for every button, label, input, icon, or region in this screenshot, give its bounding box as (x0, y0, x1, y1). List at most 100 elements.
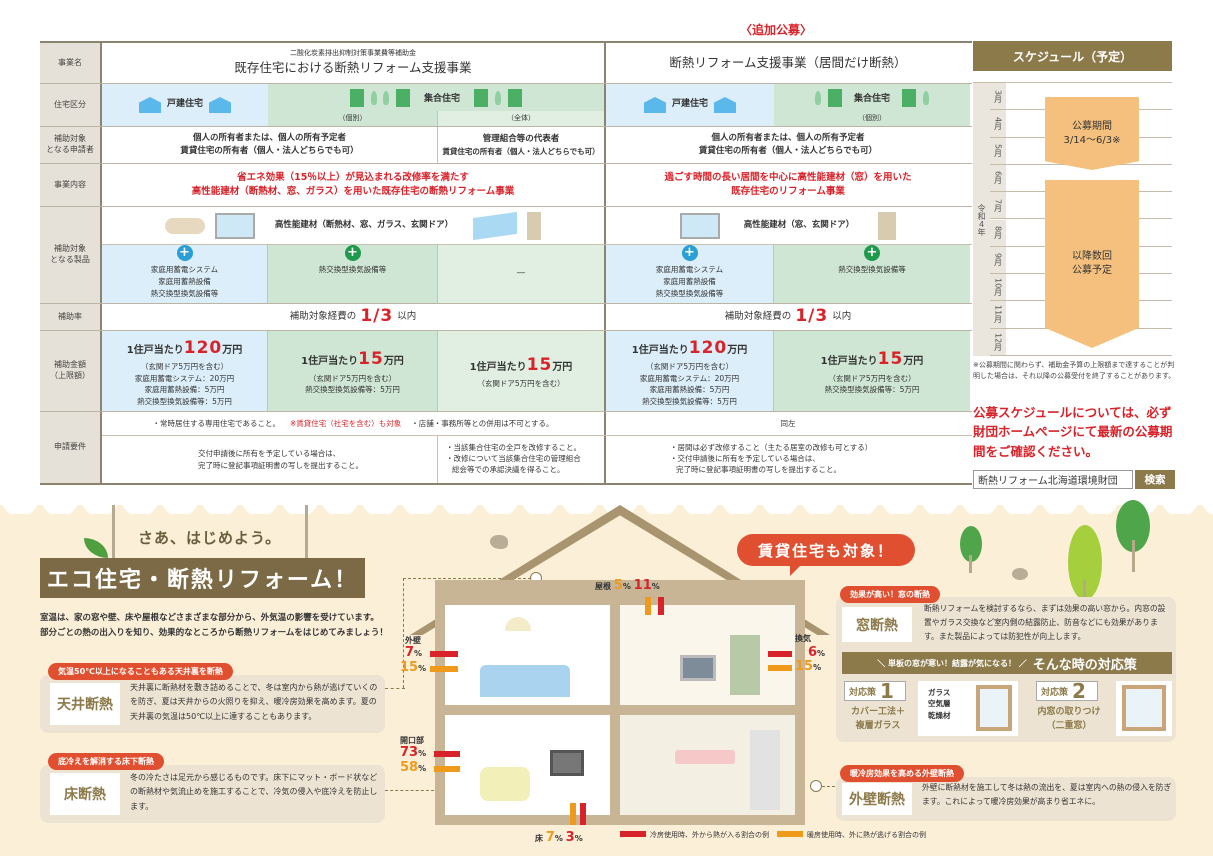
search-bar: 断熱リフォーム北海道環境財団 検索 (973, 470, 1175, 489)
product-item: 熱交換型換気設備等 (655, 289, 724, 298)
arrow-in-red (768, 651, 792, 657)
amount-prefix: 1住戸当たり (126, 344, 184, 356)
amount-item: 熱交換型換気設備等：5万円 (642, 396, 737, 406)
schedule-chart: 令和４年 3月 4月 5月 6月 7月 8月 9月 10月 11月 12月 公募… (973, 82, 1172, 356)
window-frame-icon (976, 685, 1012, 731)
attic-beam (435, 580, 805, 600)
solution-2-name: 内窓の取りつけ （二重窓） (1037, 707, 1101, 732)
materials-label: 高性能建材（窓、玄関ドア） (743, 220, 855, 231)
amount-unit: 万円 (727, 344, 748, 356)
applicant-text: 個人の所有者または、個人の所有予定者 (192, 133, 346, 144)
individual-label: （個別） (268, 111, 438, 126)
collective-label: 集合住宅 (423, 94, 460, 104)
building-icon (827, 88, 842, 107)
mat-icon (675, 750, 735, 764)
amount-note: （玄関ドア5万円を含む） (308, 373, 397, 383)
tree-trunk (1132, 540, 1135, 572)
bird-icon (1012, 568, 1028, 580)
amount-prefix: 1住戸当たり (469, 362, 527, 374)
month-label: 9月 (990, 246, 1006, 274)
rental-badge: 賃貸住宅も対象！ (737, 534, 915, 566)
wall-in-pct: 7 (405, 645, 415, 660)
amount-value: 15 (877, 349, 904, 370)
solution-2-image (1116, 681, 1172, 736)
month-label: 4月 (990, 110, 1006, 137)
month-label: 6月 (990, 164, 1006, 192)
window-card: 効果が高い！窓の断熱 窓断熱 断熱リフォームを検討するなら、まずは効果の高い窓か… (836, 586, 1176, 742)
opening-label: 開口部 (400, 736, 424, 745)
row-label: 補助率 (40, 304, 102, 330)
applicant-text: 賃貸住宅の所有者（個人・法人どちらでも可） (180, 146, 359, 156)
whole-label: （全体） (438, 111, 604, 126)
wall-label: 外壁断熱 (842, 783, 912, 815)
arrow-in-red (434, 751, 460, 757)
floor-pill: 底冷えを解消する床下断熱 (48, 753, 164, 770)
house-illustration: 屋根 5% 11% 外壁 7% 15% 換気 6% 15% 開口部 73% 58… (400, 505, 840, 845)
rate-value: 1/3 (360, 306, 394, 327)
row-project-name: 事業名 二酸化炭素排出抑制対策事業費等補助金 既存住宅における断熱リフォーム支援… (40, 43, 972, 84)
product-item: 熱交換型換気設備等 (838, 265, 906, 274)
subsidy-source: 二酸化炭素排出抑制対策事業費等補助金 (290, 49, 416, 58)
air-layer-label: 空気層 (928, 699, 951, 709)
requirement-text: ・当該集合住宅の全戸を改修すること。 (446, 443, 581, 453)
amount-value: 15 (526, 355, 553, 376)
arrow-down-orange (570, 803, 576, 825)
red-arrow-icon (620, 831, 646, 837)
roof-out-pct: 5 (613, 578, 623, 593)
window-pill: 効果が高い！窓の断熱 (840, 586, 940, 603)
arrow-up-orange (645, 597, 651, 615)
collective-label: 集合住宅 (853, 94, 890, 104)
row-label: 補助対象 となる申請者 (40, 127, 102, 163)
schedule-title: スケジュール（予定） (973, 41, 1172, 71)
wall-pill: 暖冷房効果を高める外壁断熱 (840, 765, 964, 782)
floor-text: 冬の冷たさは足元から感じるものです。床下にマット・ボード状などの断熱材や気流止め… (130, 773, 378, 811)
glass-label: ガラス (928, 688, 951, 697)
amount-prefix: 1住戸当たり (631, 344, 689, 356)
requirement-text: 完了時に登記事項証明書の写しを提出すること。 (198, 460, 363, 470)
amount-value: 15 (358, 349, 384, 370)
product-item: 熱交換型換気設備等 (150, 289, 219, 298)
rate-prefix: 補助対象経費の (724, 310, 792, 322)
building-icon (902, 88, 916, 107)
building-icon (508, 88, 522, 107)
search-input[interactable]: 断熱リフォーム北海道環境財団 (973, 470, 1133, 489)
connector-line (385, 688, 405, 689)
amount-note: （玄関ドア5万円を含む） (140, 361, 229, 371)
intro-text: 室温は、家の窓や壁、床や屋根などさまざまな部分から、外気温の影響を受けています。… (40, 611, 410, 642)
row-label: 住宅区分 (40, 84, 102, 126)
applicant-text: 個人の所有者または、個人の所有予定者 (711, 133, 865, 144)
amount-item: 家庭用蓄熱設備：5万円 (144, 385, 225, 395)
tree-icon (382, 90, 389, 105)
roof-label: 屋根 5% 11% (595, 578, 660, 593)
arrow-out-orange (430, 666, 458, 672)
amount-item: 熱交換型換気設備等：5万円 (305, 385, 400, 395)
period-arrow-1: 公募期間 3/14〜6/3※ (1045, 97, 1139, 170)
month-label: 11月 (990, 301, 1006, 328)
vent-in-pct: 6 (808, 645, 818, 660)
individual-label: （個別） (774, 111, 970, 126)
arrow-out-orange (434, 766, 460, 772)
additional-call-tag: 〈追加公募〉 (740, 23, 813, 37)
insulation-roll-icon (164, 217, 205, 234)
row-label: 事業名 (40, 43, 102, 83)
search-button[interactable]: 検索 (1135, 470, 1175, 489)
wall-text: 外壁に断熱材を施工して冬は熱の流出を、夏は室内への熱の侵入を防ぎます。これによっ… (922, 783, 1172, 807)
solution-bar: ＼ 単板の窓が寒い！結露が気になる！ ／ そんな時の対応策 (842, 652, 1172, 674)
amount-note: （玄関ドア5万円を含む） (477, 379, 565, 389)
amount-prefix: 1住戸当たり (301, 356, 359, 368)
requirement-same: 同左 (780, 418, 796, 428)
house-icon (209, 97, 231, 113)
bird-icon (490, 535, 508, 549)
floor-in-pct: 3 (565, 830, 575, 845)
rate-prefix: 補助対象経費の (289, 310, 357, 322)
schedule-warning: 公募スケジュールについては、必ず財団ホームページにて最新の公募期間をご確認くださ… (973, 405, 1173, 459)
amount-note: （玄関ドア5万円を含む） (828, 373, 916, 383)
amount-note: （玄関ドア5万円を含む） (645, 361, 734, 371)
floor-card: 底冷えを解消する床下断熱 床断熱 冬の冷たさは足元から感じるものです。床下にマッ… (40, 753, 385, 823)
intro-line: 部分ごとの熱の出入りを知り、効果的なところから断熱リフォームをはじめてみましょう… (40, 628, 388, 639)
detached-label: 戸建住宅 (166, 99, 203, 110)
amount-item: 家庭用蓄熱設備：5万円 (649, 385, 730, 395)
solution-bar-big: そんな時の対応策 (1032, 657, 1137, 673)
row-requirements: 申請要件 ・常時居住する専用住宅であること。 ※賃貸住宅（社宅を含む）も対象 ・… (40, 412, 972, 483)
